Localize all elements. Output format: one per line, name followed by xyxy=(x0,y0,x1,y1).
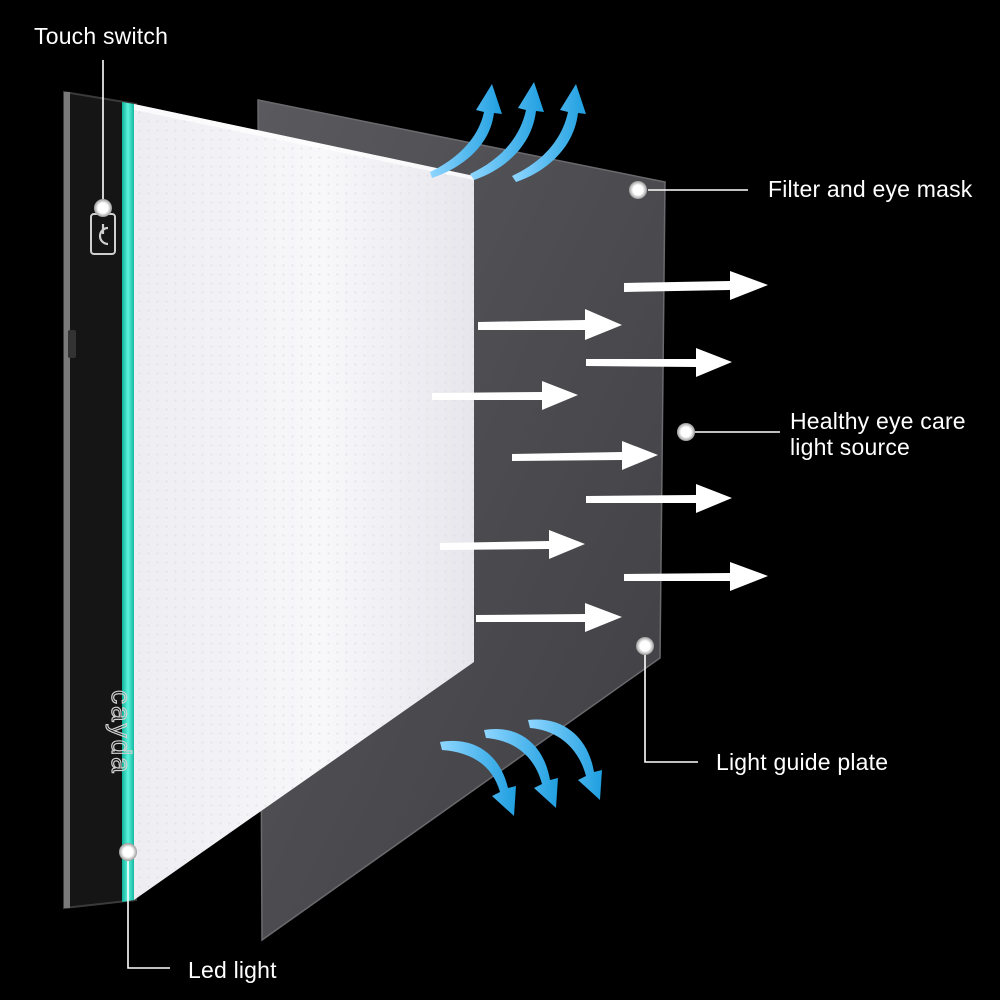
healthy-eye-care-label-line2: light source xyxy=(790,434,911,460)
callout-dots xyxy=(94,181,695,861)
right-arrow-icon xyxy=(586,484,732,513)
right-arrow-icon xyxy=(476,603,622,632)
healthy-eye-care-label: Healthy eye care light source xyxy=(790,408,966,460)
right-arrow-icon xyxy=(440,530,585,559)
curved-arrow-icon xyxy=(440,740,516,816)
callout-line-led xyxy=(127,852,170,969)
curved-arrow-icon xyxy=(470,82,544,180)
touch-switch-label: Touch switch xyxy=(34,23,169,49)
light-arrows xyxy=(432,271,768,632)
curved-arrow-icon xyxy=(528,719,602,800)
curved-arrow-icon xyxy=(484,728,558,808)
right-arrow-icon xyxy=(512,441,658,470)
callout-dot-lgp xyxy=(636,637,654,655)
callout-line-lgp xyxy=(644,646,698,763)
led-light-label: Led light xyxy=(188,957,277,983)
callouts xyxy=(102,60,780,969)
callout-dot-touch-switch xyxy=(94,199,112,217)
curved-arrow-icon xyxy=(512,84,586,182)
light-guide-plate-label: Light guide plate xyxy=(716,749,889,775)
brand-logo: cayda xyxy=(106,690,137,775)
callout-dot-filter xyxy=(629,181,647,199)
right-arrow-icon xyxy=(432,381,578,410)
usb-port xyxy=(68,330,76,358)
heat-arrows-top xyxy=(430,82,586,182)
right-arrow-icon xyxy=(624,271,768,300)
right-arrow-icon xyxy=(478,309,622,340)
callout-dot-healthy xyxy=(677,423,695,441)
healthy-eye-care-label-line1: Healthy eye care xyxy=(790,408,966,434)
filter-eye-mask-label: Filter and eye mask xyxy=(768,176,973,202)
right-arrow-icon xyxy=(586,348,732,377)
heat-arrows-bottom xyxy=(440,719,602,816)
curved-arrow-icon xyxy=(430,84,502,178)
callout-dot-led xyxy=(119,843,137,861)
led-strip xyxy=(122,102,134,902)
light-pad: cayda xyxy=(63,90,474,910)
right-arrow-icon xyxy=(624,562,768,591)
